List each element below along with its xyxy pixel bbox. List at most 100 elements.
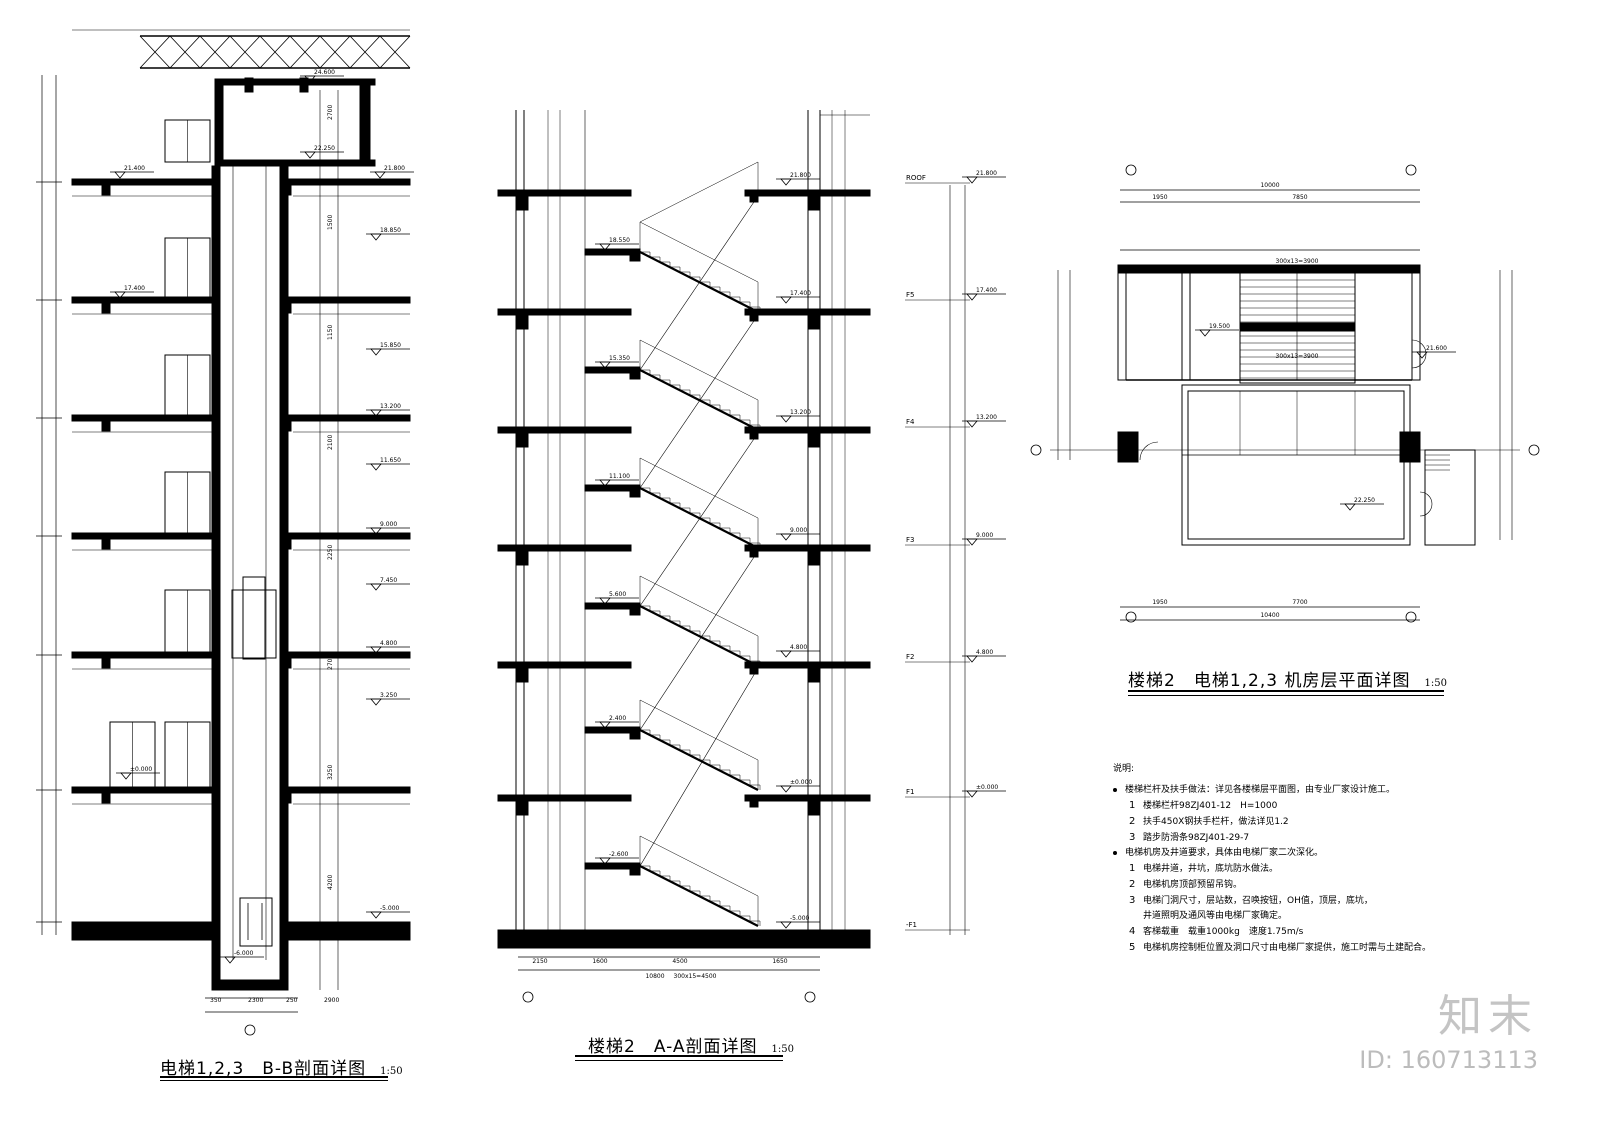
inner-wall [1181, 264, 1191, 381]
outer-wall [1117, 264, 1421, 274]
beam [101, 296, 111, 314]
elevation-marker [780, 921, 792, 929]
floor-slab [497, 308, 632, 316]
dimension-text: 1500 [327, 215, 334, 230]
floor-slab [497, 189, 632, 197]
level-elevation: 13.200 [976, 414, 997, 421]
beam [515, 794, 529, 816]
truss-web [229, 35, 261, 69]
truss-web [349, 35, 381, 69]
beam [749, 189, 759, 203]
door-swing [1139, 441, 1159, 461]
dimension-text: 3250 [327, 765, 334, 780]
truss-web [379, 35, 411, 69]
dimension-text: 10000 [1260, 182, 1279, 189]
beam [629, 862, 641, 876]
elevation-marker [370, 463, 382, 471]
mid-landing [584, 726, 636, 734]
elevation-label: 24.600 [314, 69, 335, 76]
elevation-marker [370, 911, 382, 919]
elevation-marker [304, 151, 316, 159]
dimension-text: 300x15=4500 [674, 973, 717, 980]
dimension-text: 7850 [1292, 194, 1307, 201]
truss-web [259, 35, 291, 69]
elevation-marker [966, 538, 978, 546]
floor-slab [497, 544, 632, 552]
notes-item-text: 客梯载重 载重1000kg 速度1.75m/s [1143, 927, 1304, 937]
elevation-label: 9.000 [380, 521, 397, 528]
elevation-marker [966, 655, 978, 663]
beam [515, 308, 529, 330]
plan-elevation: 22.250 [1354, 497, 1375, 504]
elevation-label: 22.250 [314, 145, 335, 152]
dimension-text: 2700 [327, 105, 334, 120]
elevation-marker [370, 233, 382, 241]
truss-web [139, 35, 171, 69]
level-name: F2 [906, 653, 914, 661]
handrail [639, 575, 759, 637]
elevation-marker [780, 533, 792, 541]
dimension-text: 2700 [327, 655, 334, 670]
elevation-label: 3.250 [380, 692, 397, 699]
plan-elevation: 19.500 [1209, 323, 1230, 330]
axis-bubble [1528, 444, 1540, 456]
stair-flight [639, 605, 759, 667]
floor-slab [71, 651, 218, 659]
ground-slab [497, 929, 871, 949]
level-elevation: 21.800 [976, 170, 997, 177]
beam [515, 661, 529, 683]
dimension-text: 1650 [772, 958, 787, 965]
elevator-car [231, 589, 277, 659]
elevator-car-inner [242, 576, 266, 660]
floor-slab [282, 651, 411, 659]
watermark-logo: 知末 [1438, 991, 1538, 1042]
notes-item-text: 电梯井道，井坑，底坑防水做法。 [1143, 864, 1279, 874]
wall [214, 84, 224, 166]
stair-handrail-landing [1239, 322, 1356, 332]
dimension-text: 2100 [327, 435, 334, 450]
dimension-text: 1150 [327, 325, 334, 340]
dimension-text: 350 [210, 997, 222, 1004]
beam [515, 544, 529, 566]
elevation-marker [370, 348, 382, 356]
floor-elevation-label: -5.000 [790, 915, 810, 922]
notes-item-number: 4 [1129, 926, 1136, 937]
wall [359, 84, 371, 166]
elevation-marker [780, 785, 792, 793]
stair-elevation-label: 5.600 [609, 591, 626, 598]
watermark-id: ID: 160713113 [1359, 1046, 1538, 1074]
beam [629, 484, 641, 498]
floor-elevation-label: 17.400 [790, 290, 811, 297]
floor-slab [497, 794, 632, 802]
axis-bubble [1030, 444, 1042, 456]
notes-item-text: 电梯机房及井道要求，具体由电梯厂家二次深化。 [1125, 848, 1324, 858]
elevation-label: 13.200 [380, 403, 401, 410]
axis-bubble [1405, 611, 1417, 623]
truss-web [169, 35, 201, 69]
notes-item-text: 楼梯栏杆及扶手做法：详见各楼梯层平面图，由专业厂家设计施工。 [1125, 785, 1396, 795]
beam [807, 661, 821, 683]
dimension-text: 2250 [327, 545, 334, 560]
beam [299, 77, 309, 93]
column [1399, 431, 1421, 463]
notes-item: 4 客梯载重 载重1000kg 速度1.75m/s [1113, 924, 1413, 940]
elevation-marker [780, 296, 792, 304]
elevation-label: 21.800 [384, 165, 405, 172]
column [1117, 431, 1139, 463]
beam [629, 366, 641, 380]
level-name: -F1 [906, 921, 917, 929]
machine-room-roof [214, 78, 376, 86]
shaft-wall-right [279, 165, 289, 987]
axis-bubble [1125, 611, 1137, 623]
dimension-text: 1950 [1152, 194, 1167, 201]
stair-flight [639, 729, 759, 791]
beam [101, 414, 111, 432]
mid-landing [584, 484, 636, 492]
beam [244, 77, 254, 93]
elevation-marker [780, 178, 792, 186]
handrail [639, 457, 759, 519]
elevation-label: 11.650 [380, 457, 401, 464]
